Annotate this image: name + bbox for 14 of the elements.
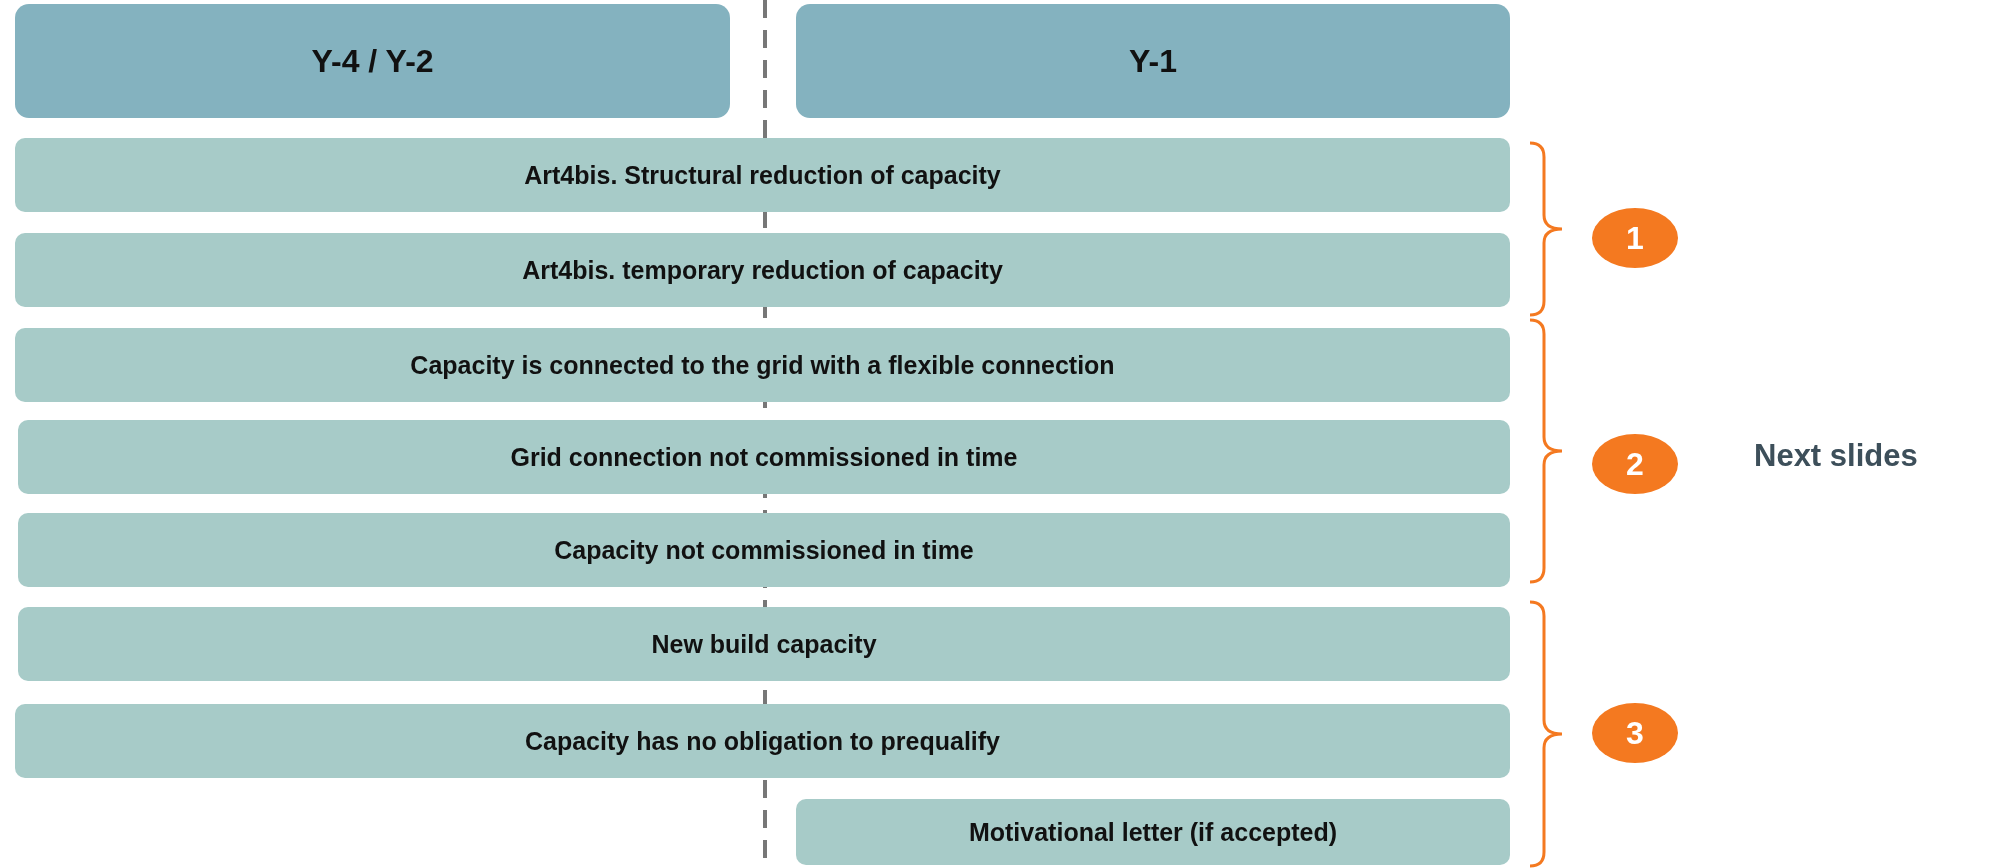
- row-bar: Grid connection not commissioned in time: [18, 420, 1510, 494]
- row-bar: Motivational letter (if accepted): [796, 799, 1510, 865]
- row-bar: Capacity has no obligation to prequalify: [15, 704, 1510, 778]
- number-badge: 1: [1592, 208, 1678, 268]
- column-header: Y-1: [796, 4, 1510, 118]
- number-badge: 2: [1592, 434, 1678, 494]
- row-bar: Art4bis. Structural reduction of capacity: [15, 138, 1510, 212]
- row-bar: New build capacity: [18, 607, 1510, 681]
- column-header: Y-4 / Y-2: [15, 4, 730, 118]
- row-bar: Capacity not commissioned in time: [18, 513, 1510, 587]
- number-badge: 3: [1592, 703, 1678, 763]
- row-bar: Art4bis. temporary reduction of capacity: [15, 233, 1510, 307]
- note-text: Next slides: [1754, 438, 1918, 474]
- row-bar: Capacity is connected to the grid with a flexible connection: [15, 328, 1510, 402]
